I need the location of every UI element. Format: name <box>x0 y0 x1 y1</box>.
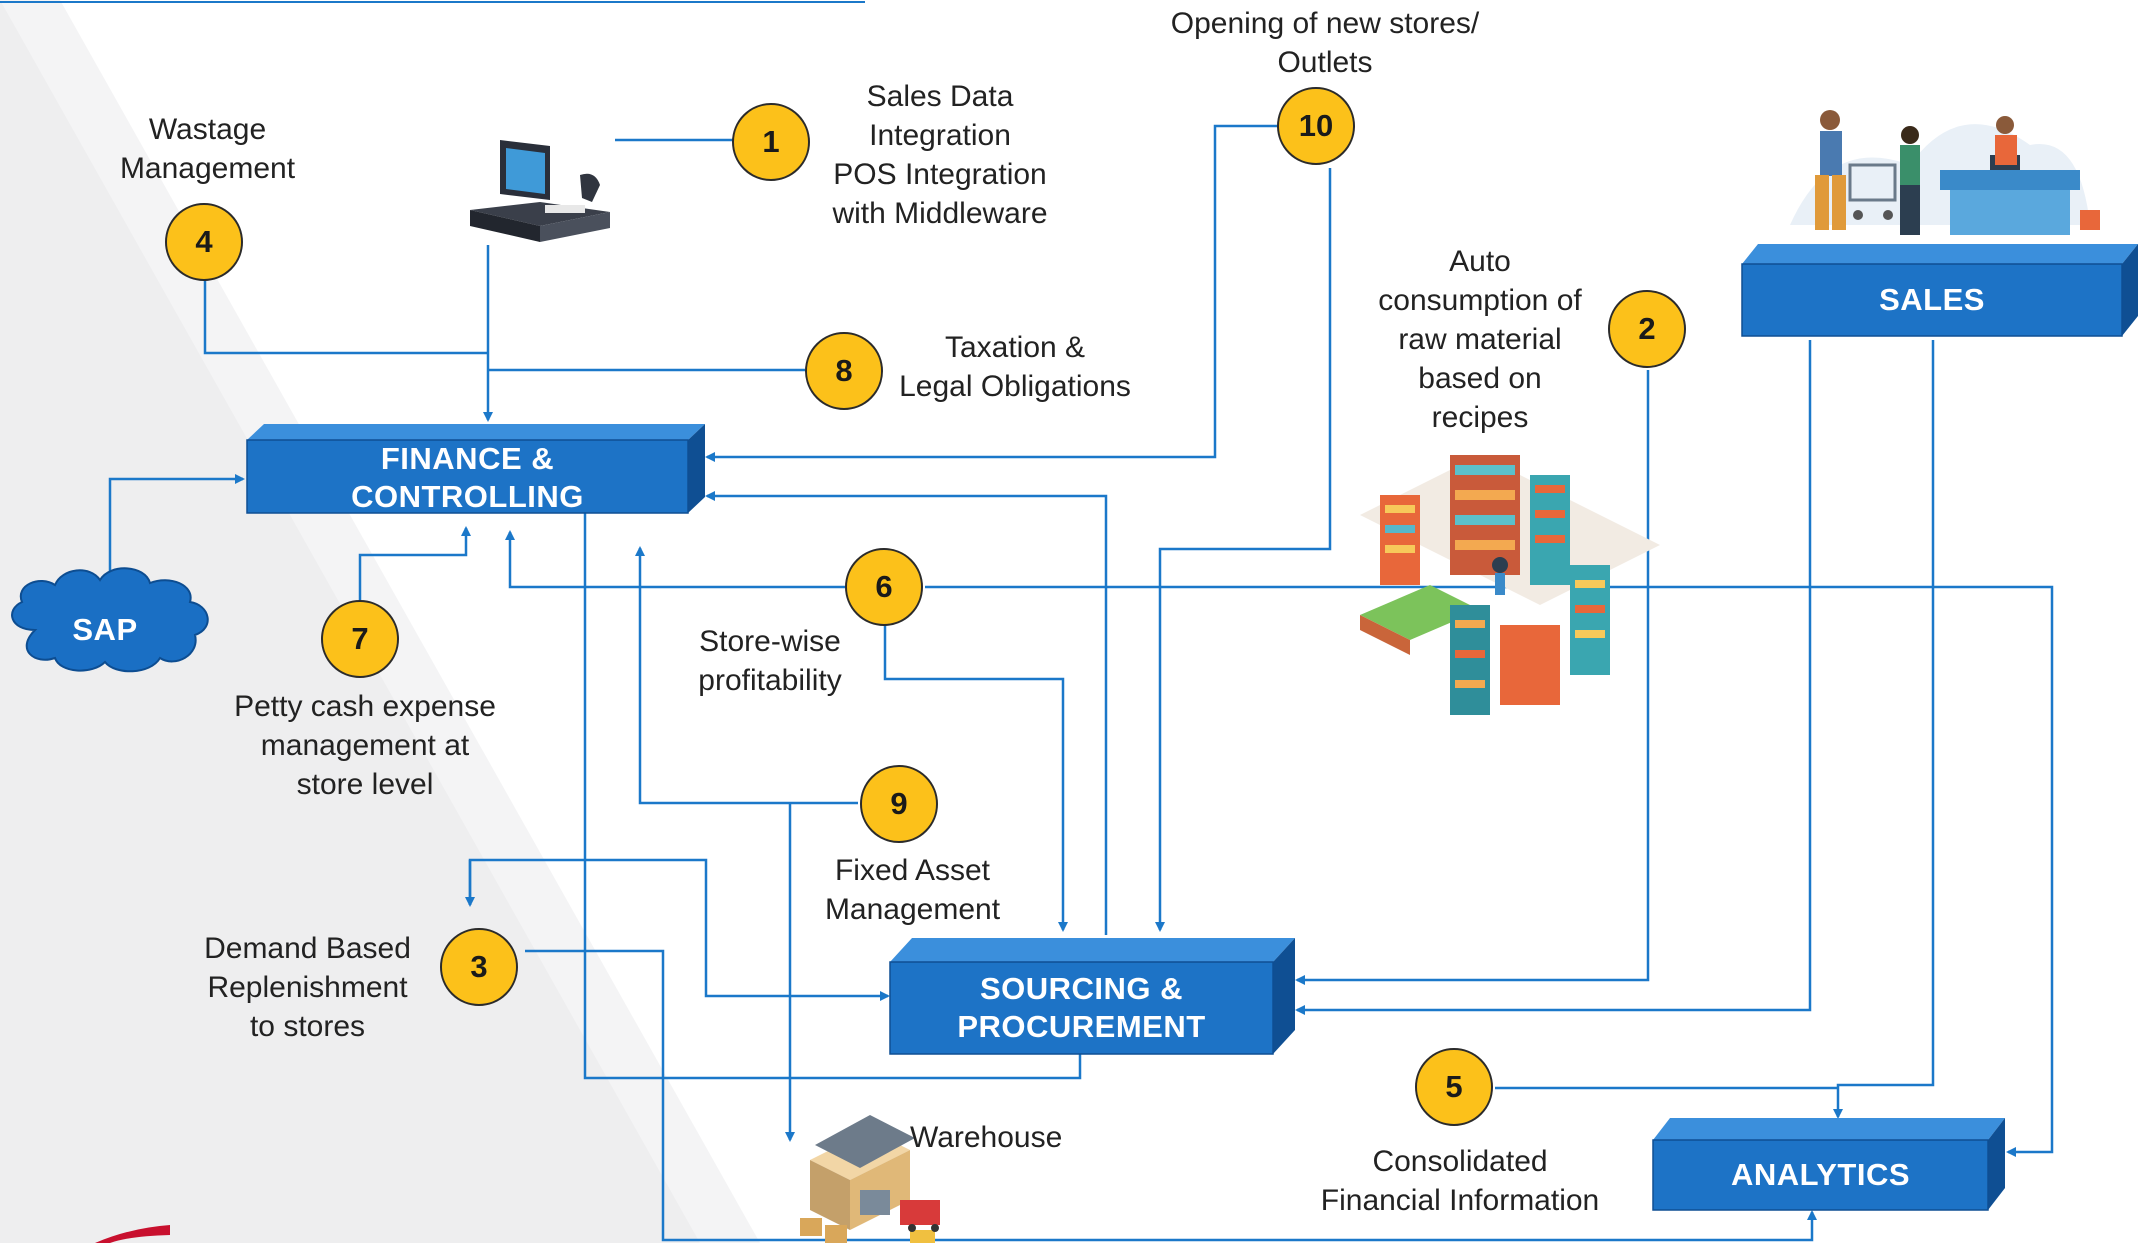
step-8-line-1: Taxation & <box>944 331 1086 364</box>
step-9-line-2: Management <box>824 893 1001 926</box>
step-1-line-3: POS Integration <box>833 158 1047 191</box>
box-sourcing <box>889 938 1295 1055</box>
connector-9-finance <box>635 546 858 805</box>
step-badge-3: 3 <box>440 928 518 1006</box>
step-badge-7: 7 <box>321 600 399 678</box>
analytics-box-label[interactable]: ANALYTICS <box>1653 1156 1988 1194</box>
step-badge-2: 2 <box>1608 290 1686 368</box>
step-label-10: Opening of new stores/ Outlets <box>1145 4 1505 82</box>
step-badge-5: 5 <box>1415 1048 1493 1126</box>
connectors <box>108 124 2054 1242</box>
step-label-1: Sales Data Integration POS Integration w… <box>800 77 1080 233</box>
sap-cloud <box>11 567 209 673</box>
step-4-line-1: Wastage <box>148 113 267 146</box>
step-5-line-1: Consolidated <box>1372 1145 1548 1178</box>
sales-box-label[interactable]: SALES <box>1742 281 2122 319</box>
step-label-4: Wastage Management <box>95 110 320 188</box>
step-3-line-2: Replenishment <box>207 971 408 1004</box>
connector-7 <box>358 526 471 600</box>
box-analytics <box>1652 1118 2005 1211</box>
step-badge-9: 9 <box>860 765 938 843</box>
warehouse-icon <box>800 1115 940 1243</box>
connector-2 <box>1295 370 1650 985</box>
step-10-line-2: Outlets <box>1277 46 1373 79</box>
step-label-8: Taxation & Legal Obligations <box>880 328 1150 406</box>
step-9-line-1: Fixed Asset <box>834 854 991 887</box>
sales-line-1: SALES <box>1879 282 1985 317</box>
connector-sourcing-finance <box>705 491 1108 935</box>
step-7-line-1: Petty cash expense <box>234 690 496 723</box>
step-label-3: Demand Based Replenishment to stores <box>180 929 435 1046</box>
step-7-line-3: store level <box>296 768 434 801</box>
checkout-shoppers-icon <box>1790 110 2100 235</box>
step-1-line-1: Sales Data <box>866 80 1014 113</box>
connector-6-sourcing <box>883 625 1068 932</box>
connector-sap <box>108 474 245 598</box>
step-2-line-5: recipes <box>1431 401 1529 434</box>
finance-line-1: FINANCE & <box>380 441 555 476</box>
sap-label: SAP <box>72 612 138 647</box>
step-8-line-2: Legal Obligations <box>899 370 1131 403</box>
connector-10-sourcing <box>1155 168 1332 932</box>
connector-sales-sourcing <box>1295 340 1812 1015</box>
connector-6-analytics <box>925 585 2054 1157</box>
step-3-line-3: to stores <box>249 1010 366 1043</box>
step-badge-6: 6 <box>845 548 923 626</box>
step-6-line-2: profitability <box>698 664 842 697</box>
step-label-6: Store-wise profitability <box>665 622 875 700</box>
store-shelves-icon <box>1360 455 1660 715</box>
box-sales <box>1741 244 2138 337</box>
pos-terminal-icon <box>470 140 610 242</box>
step-3-line-1: Demand Based <box>204 932 411 965</box>
sourcing-line-1: SOURCING & <box>979 971 1184 1006</box>
connector-3-analytics <box>525 949 1817 1242</box>
step-2-line-3: raw material <box>1398 323 1562 356</box>
step-1-line-2: Integration <box>869 119 1011 152</box>
step-badge-1: 1 <box>732 103 810 181</box>
connector-10-finance <box>705 124 1277 462</box>
step-4-line-2: Management <box>119 152 296 185</box>
step-5-line-2: Financial Information <box>1320 1184 1600 1217</box>
connector-finance-sourcing-loop <box>583 512 1082 1080</box>
step-label-9: Fixed Asset Management <box>800 851 1025 929</box>
step-10-line-1: Opening of new stores/ <box>1170 7 1480 40</box>
connector-sales-analytics <box>1833 340 1935 1119</box>
step-badge-8: 8 <box>805 332 883 410</box>
step-1-line-4: with Middleware <box>832 197 1048 230</box>
finance-box-label[interactable]: FINANCE & CONTROLLING <box>247 440 688 516</box>
sourcing-box-label[interactable]: SOURCING & PROCUREMENT <box>890 970 1273 1046</box>
warehouse-label: Warehouse <box>910 1121 1063 1154</box>
box-finance <box>246 424 705 514</box>
step-label-7: Petty cash expense management at store l… <box>215 687 515 804</box>
connector-6-finance <box>505 530 845 589</box>
step-2-line-1: Auto <box>1449 245 1511 278</box>
step-label-2: Auto consumption of raw material based o… <box>1360 242 1600 437</box>
step-label-5: Consolidated Financial Information <box>1280 1142 1640 1220</box>
step-2-line-2: consumption of <box>1378 284 1582 317</box>
step-badge-10: 10 <box>1277 87 1355 165</box>
step-badge-4: 4 <box>165 203 243 281</box>
step-7-line-2: management at <box>260 729 470 762</box>
connector-4 <box>203 280 488 355</box>
red-swoosh <box>95 1225 170 1243</box>
step-2-line-4: based on <box>1418 362 1542 395</box>
sourcing-line-2: PROCUREMENT <box>957 1009 1206 1044</box>
step-6-line-1: Store-wise <box>699 625 841 658</box>
finance-line-2: CONTROLLING <box>351 479 584 514</box>
analytics-line-1: ANALYTICS <box>1730 1157 1911 1192</box>
